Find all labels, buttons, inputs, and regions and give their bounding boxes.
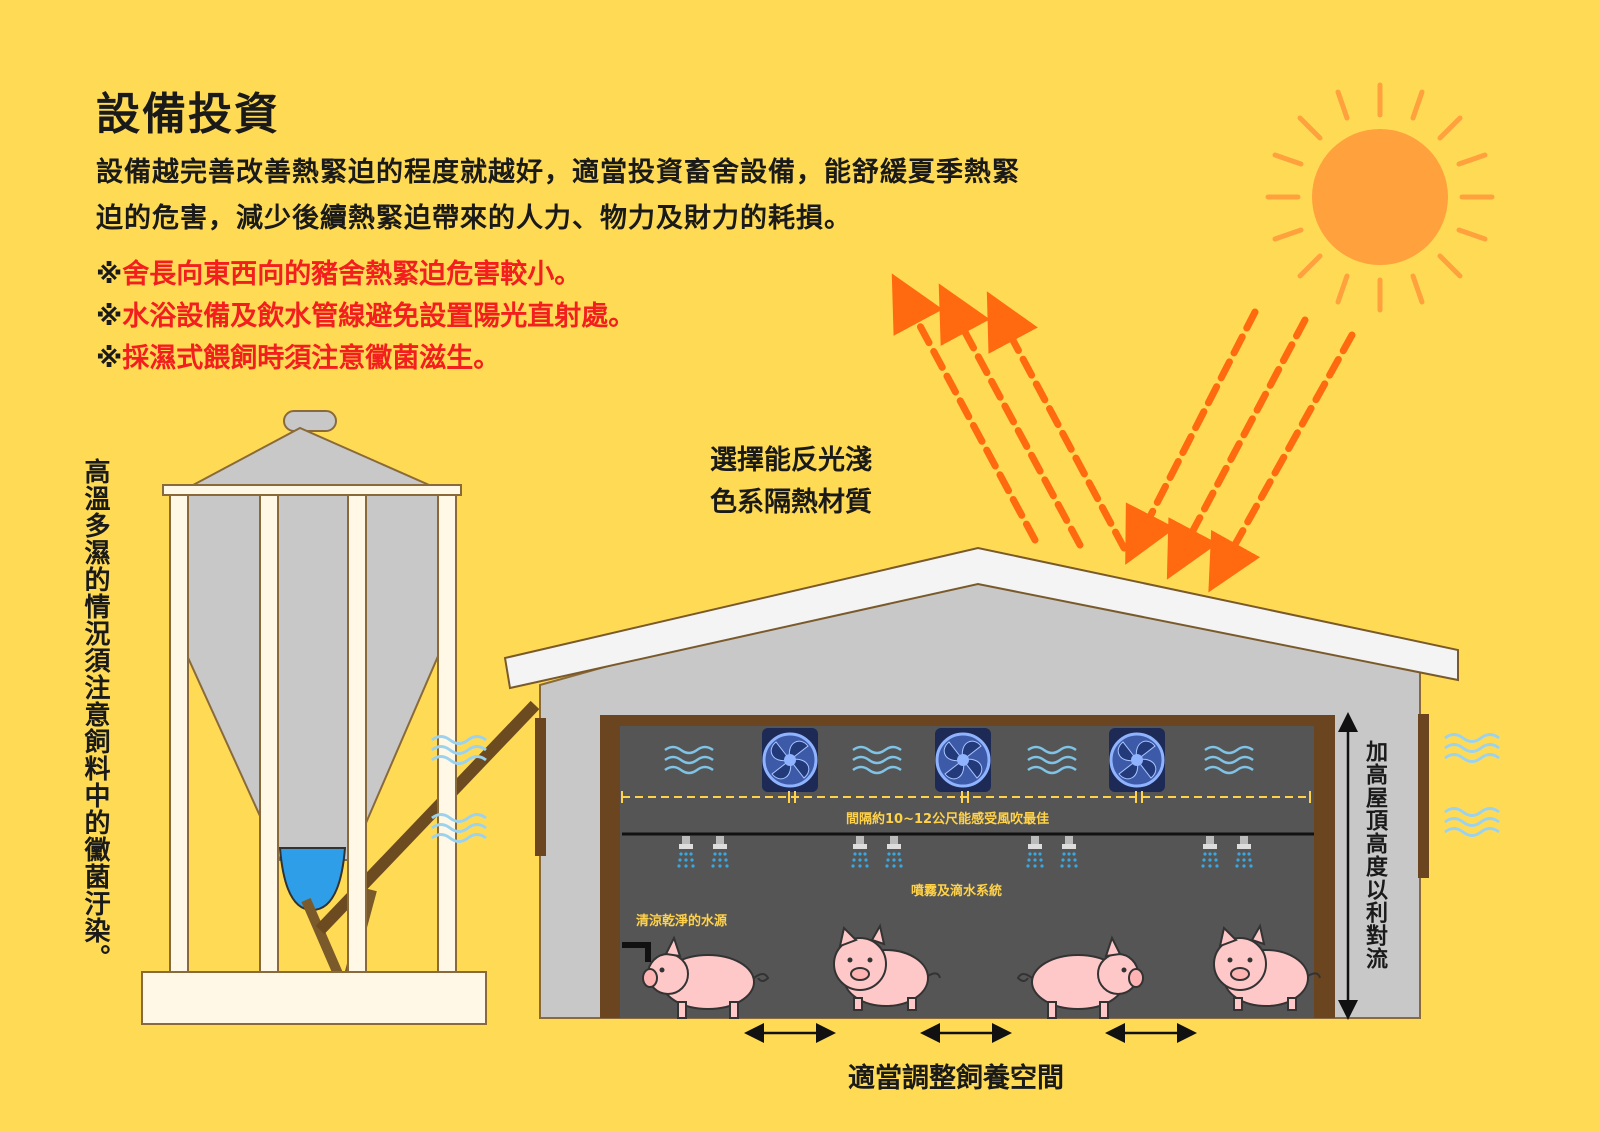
fan-icon <box>933 726 993 794</box>
wind-icon <box>852 745 902 775</box>
sunlight-arrows <box>891 273 1356 593</box>
roof-material-line-2: 色系隔熱材質 <box>710 487 872 518</box>
roof-height-label: 加高屋頂高度以利對流 <box>1362 740 1387 970</box>
note-mark: ※ <box>96 301 123 332</box>
fan-spacing-label: 間隔約10~12公尺能感受風吹最佳 <box>846 812 1050 827</box>
space-adjust-label: 適當調整飼養空間 <box>848 1063 1064 1094</box>
roof-material-label: 選擇能反光淺 色系隔熱材質 <box>710 440 910 524</box>
silo-warning-label: 高溫多濕的情況須注意飼料中的黴菌汙染。 <box>80 458 110 971</box>
wind-icon <box>1027 745 1077 775</box>
note-mark: ※ <box>96 343 123 374</box>
mist-system-label: 噴霧及滴水系統 <box>911 884 1003 899</box>
intro-line-1: 設備越完善改善熱緊迫的程度就越好，適當投資畜舍設備，能舒緩夏季熱緊 <box>96 157 1020 188</box>
note-item: ※採濕式餵飼時須注意黴菌滋生。 <box>96 336 500 375</box>
roof-material-line-1: 選擇能反光淺 <box>710 445 872 476</box>
note-item: ※水浴設備及飲水管線避免設置陽光直射處。 <box>96 294 635 333</box>
intro-line-2: 迫的危害，減少後續熱緊迫帶來的人力、物力及財力的耗損。 <box>96 203 852 234</box>
sun-icon <box>1265 82 1495 313</box>
note-item: ※舍長向東西向的豬舍熱緊迫危害較小。 <box>96 252 581 291</box>
note-text: 舍長向東西向的豬舍熱緊迫危害較小。 <box>122 259 582 290</box>
fan-spacing-line <box>621 791 1311 803</box>
feed-silo <box>141 410 540 1025</box>
note-text: 水浴設備及飲水管線避免設置陽光直射處。 <box>122 301 636 332</box>
wind-icon <box>664 745 714 775</box>
water-source-label: 清涼乾淨的水源 <box>636 914 728 929</box>
fan-icon <box>1107 726 1167 794</box>
note-text: 採濕式餵飼時須注意黴菌滋生。 <box>122 343 501 374</box>
fan-icon <box>760 726 820 794</box>
wind-icon <box>1443 733 1501 763</box>
page-title: 設備投資 <box>96 89 280 140</box>
wind-icon <box>1443 807 1501 837</box>
wind-icon <box>1204 745 1254 775</box>
note-mark: ※ <box>96 259 123 290</box>
